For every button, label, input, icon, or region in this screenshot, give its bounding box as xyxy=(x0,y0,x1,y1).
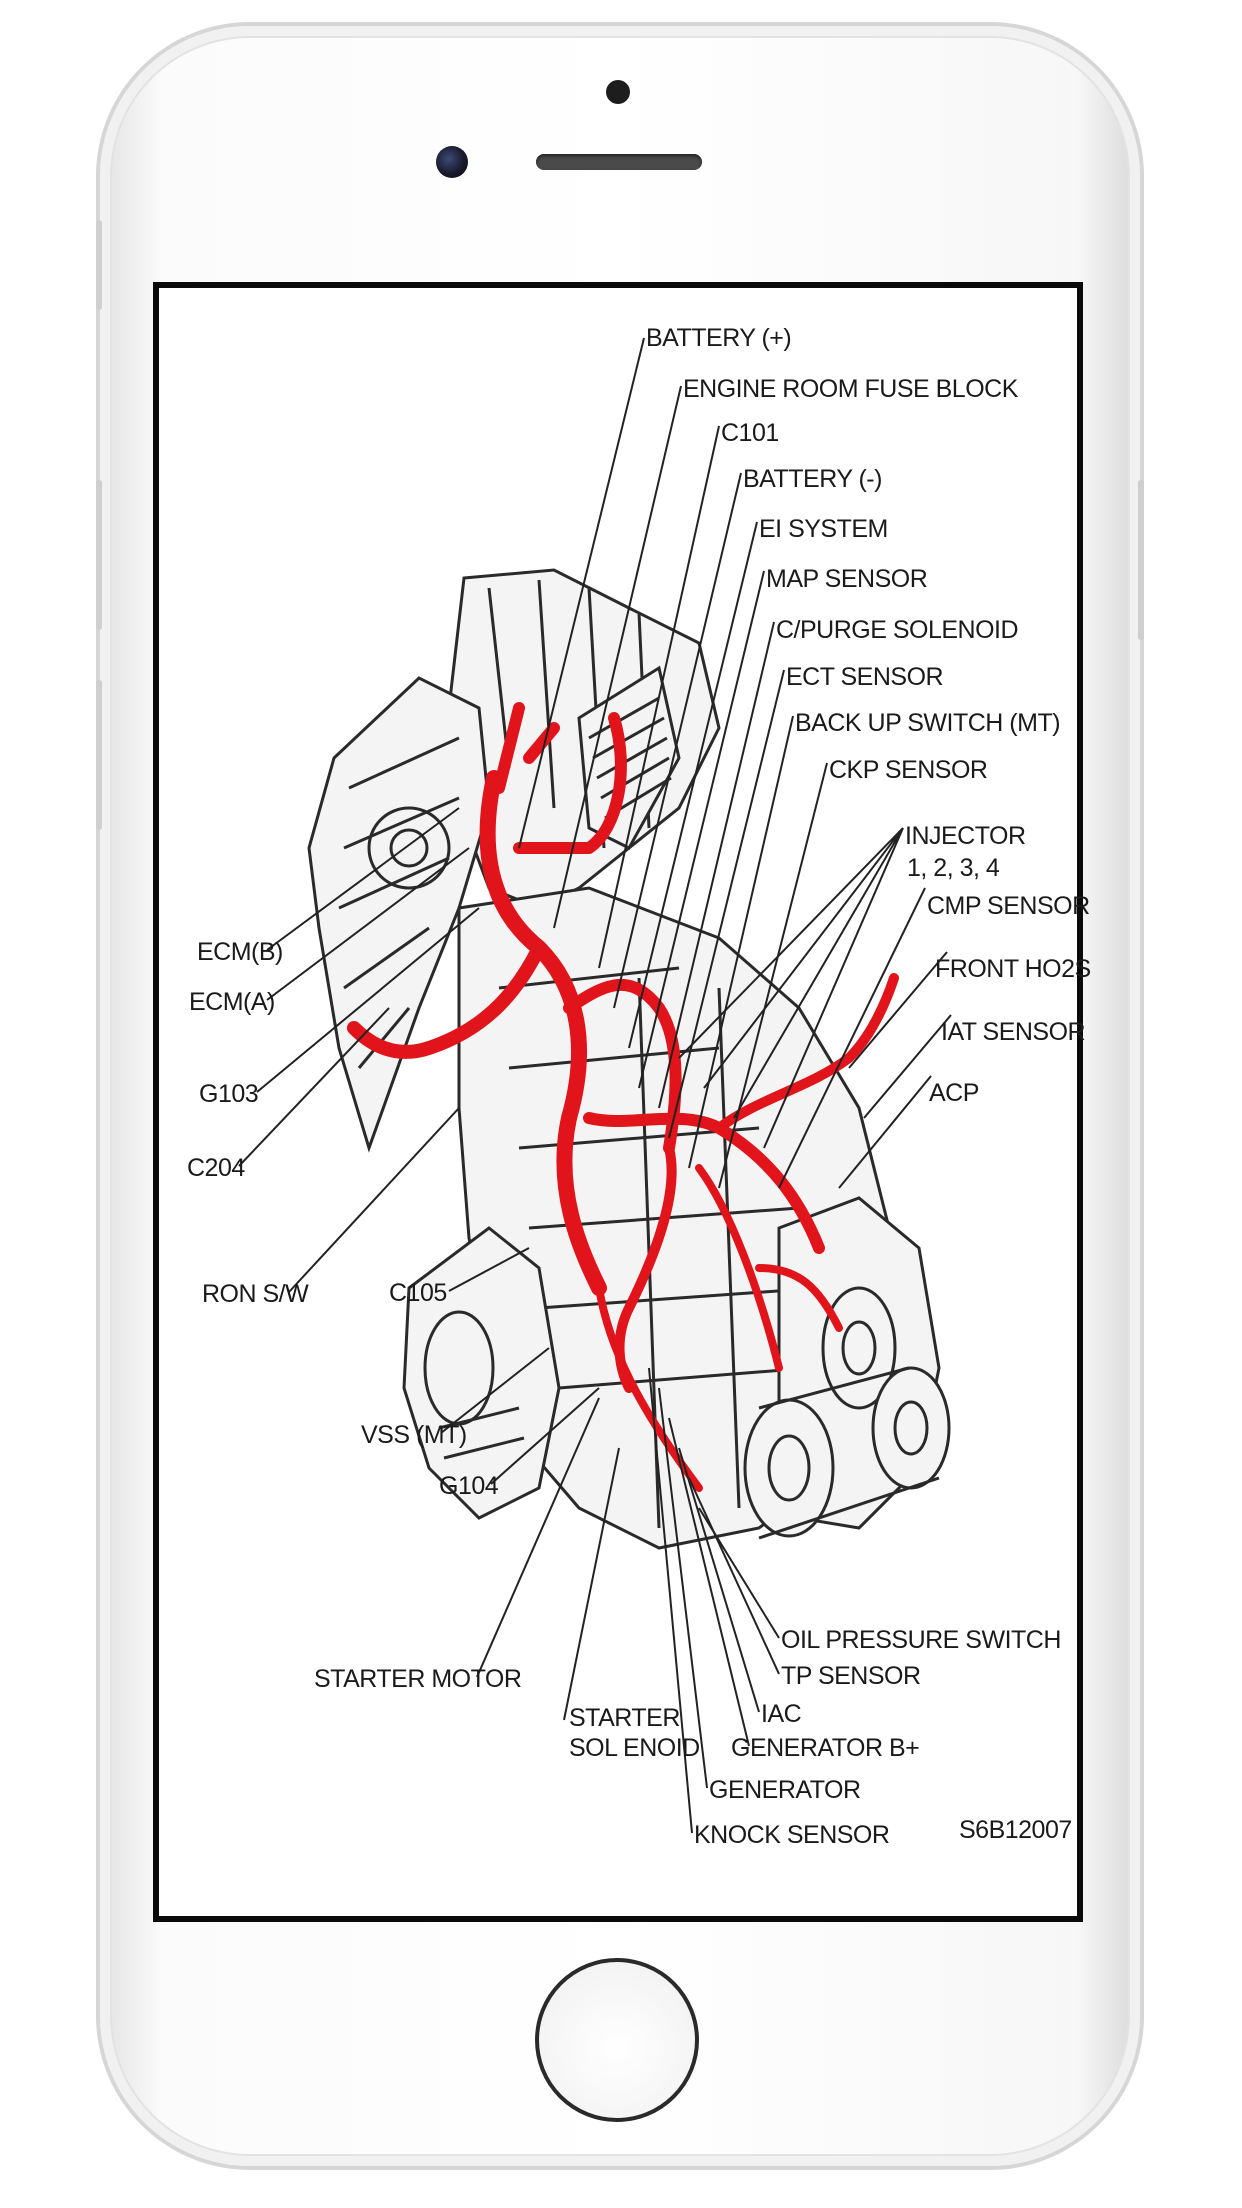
label-g104: G104 xyxy=(439,1472,499,1500)
power-button xyxy=(1138,480,1144,640)
label-ecm-a: ECM(A) xyxy=(189,988,275,1016)
label-cmp-sensor: CMP SENSOR xyxy=(927,892,1090,920)
earpiece-speaker xyxy=(536,154,702,170)
label-g103: G103 xyxy=(199,1080,258,1108)
proximity-sensor xyxy=(606,80,630,104)
label-acp: ACP xyxy=(929,1079,979,1107)
phone-screen: BATTERY (+) ENGINE ROOM FUSE BLOCK C101 … xyxy=(153,282,1091,1922)
label-back-up-switch: BACK UP SWITCH (MT) xyxy=(795,709,1060,737)
label-front-ho2s: FRONT HO2S xyxy=(935,955,1091,983)
label-injector: INJECTOR xyxy=(905,822,1026,850)
label-battery-neg: BATTERY (-) xyxy=(743,465,882,493)
label-solenoid: SOL ENOID xyxy=(569,1734,700,1762)
figure-id: S6B12007 xyxy=(959,1816,1072,1844)
label-c101: C101 xyxy=(721,419,779,447)
engine-wiring-diagram: BATTERY (+) ENGINE ROOM FUSE BLOCK C101 … xyxy=(187,324,1091,1849)
label-iat-sensor: IAT SENSOR xyxy=(941,1018,1085,1046)
label-starter: STARTER xyxy=(569,1704,680,1732)
volume-up-button xyxy=(96,480,102,630)
label-knock-sensor: KNOCK SENSOR xyxy=(694,1821,889,1849)
volume-down-button xyxy=(96,680,102,830)
leader-lines xyxy=(238,337,952,1834)
label-ect-sensor: ECT SENSOR xyxy=(786,663,943,691)
component-labels: BATTERY (+) ENGINE ROOM FUSE BLOCK C101 … xyxy=(187,324,1091,1849)
label-ckp-sensor: CKP SENSOR xyxy=(829,756,987,784)
label-battery-pos: BATTERY (+) xyxy=(646,324,791,352)
label-iac: IAC xyxy=(761,1700,802,1728)
label-injector-numbers: 1, 2, 3, 4 xyxy=(907,854,1000,882)
label-tp-sensor: TP SENSOR xyxy=(781,1662,921,1690)
label-oil-pressure-switch: OIL PRESSURE SWITCH xyxy=(781,1626,1061,1654)
label-generator: GENERATOR xyxy=(709,1776,861,1804)
label-c204: C204 xyxy=(187,1154,245,1182)
label-c-purge-solenoid: C/PURGE SOLENOID xyxy=(776,616,1018,644)
label-ei-system: EI SYSTEM xyxy=(759,515,888,543)
label-ron-sw: RON S/W xyxy=(202,1280,309,1308)
front-camera-icon xyxy=(436,146,468,178)
home-button[interactable] xyxy=(535,1958,699,2122)
label-engine-room-fuse-block: ENGINE ROOM FUSE BLOCK xyxy=(683,375,1019,403)
label-generator-b-plus: GENERATOR B+ xyxy=(731,1734,919,1762)
label-ecm-b: ECM(B) xyxy=(197,938,283,966)
label-vss-mt: VSS (MT) xyxy=(361,1421,467,1449)
label-c105: C105 xyxy=(389,1279,447,1307)
label-map-sensor: MAP SENSOR xyxy=(766,565,927,593)
label-starter-motor: STARTER MOTOR xyxy=(314,1665,521,1693)
mute-switch xyxy=(96,220,102,310)
